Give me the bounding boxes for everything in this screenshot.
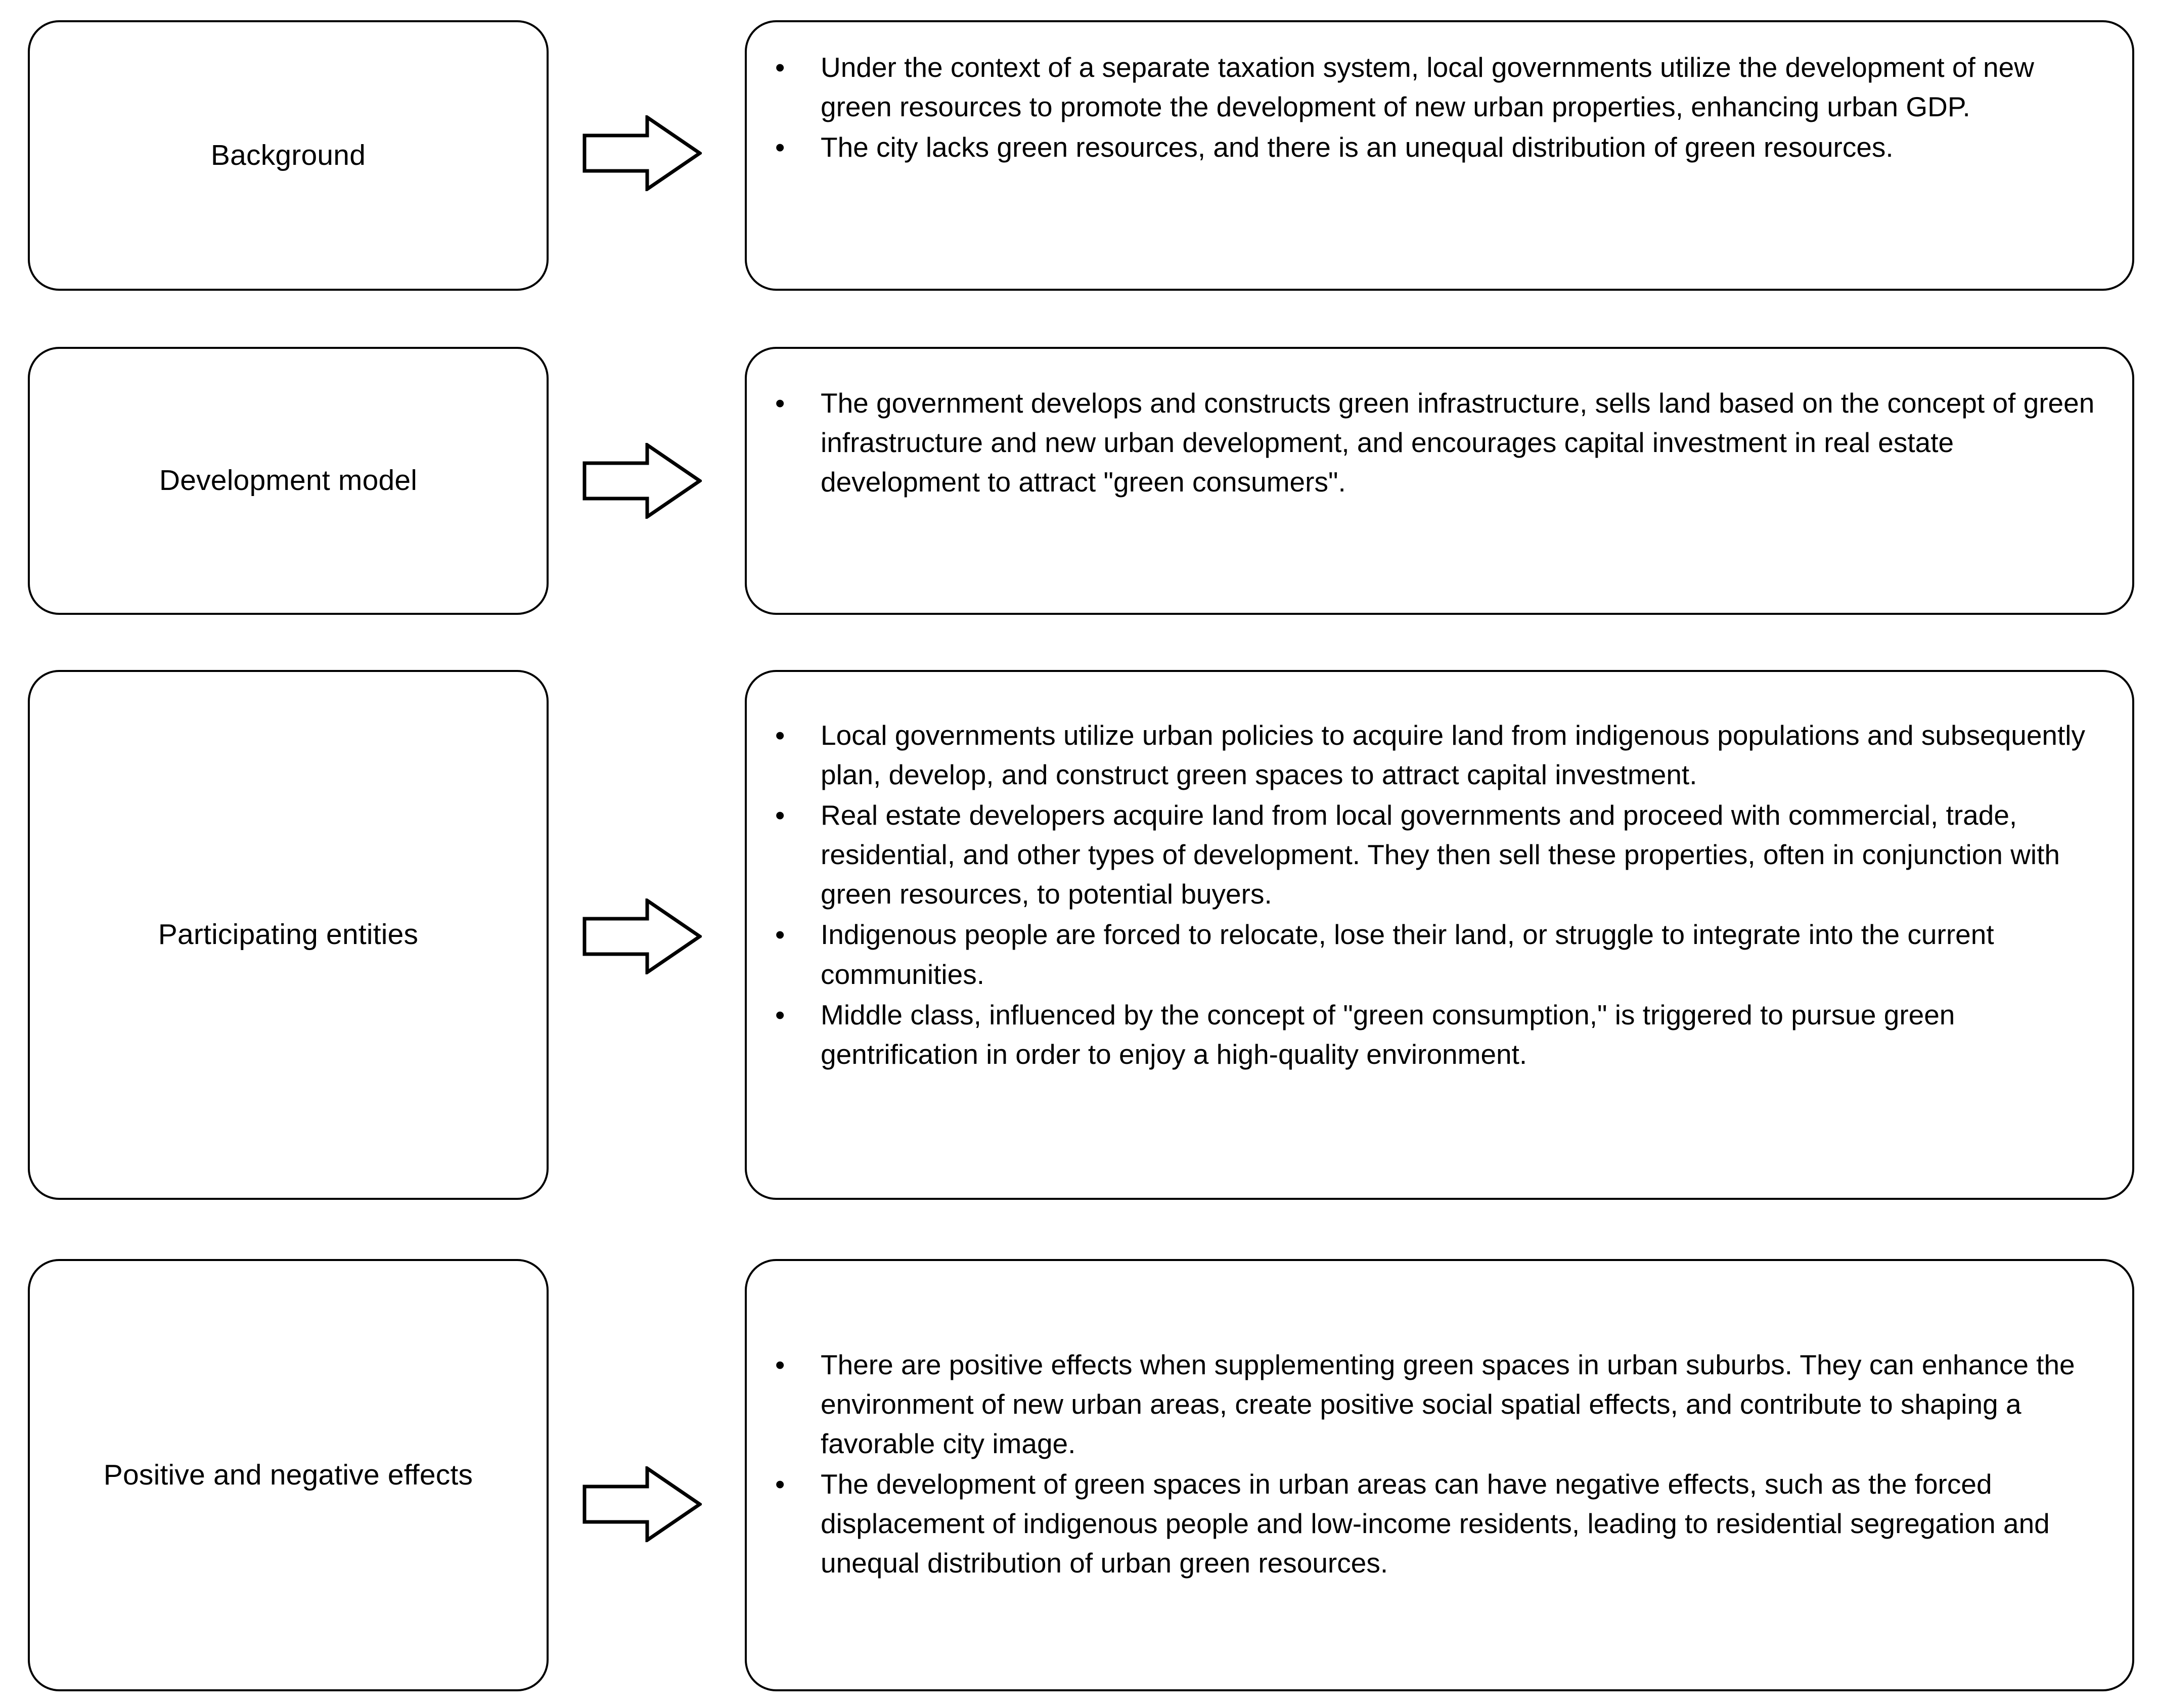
stage-label-card-4[interactable]: Positive and negative effects (28, 1259, 549, 1691)
list-item: • Middle class, influenced by the concep… (761, 995, 2102, 1074)
bullet-text: The city lacks green resources, and ther… (821, 131, 1894, 163)
bullet-list-4: • There are positive effects when supple… (747, 1345, 2132, 1584)
bullet-icon: • (775, 919, 785, 951)
bullet-list-3: • Local governments utilize urban polici… (747, 715, 2132, 1075)
stage-label-2: Development model (159, 464, 418, 497)
list-item: • The city lacks green resources, and th… (761, 127, 2102, 167)
list-item: • Real estate developers acquire land fr… (761, 795, 2102, 914)
bullet-list-2: • The government develops and constructs… (747, 383, 2132, 503)
bullet-icon: • (775, 999, 785, 1030)
bullet-icon: • (775, 1349, 785, 1380)
arrow-right-icon-3 (582, 898, 702, 974)
stage-label-4: Positive and negative effects (103, 1458, 473, 1491)
stage-label-card-3[interactable]: Participating entities (28, 670, 549, 1200)
bullet-icon: • (775, 1468, 785, 1500)
list-item: • Under the context of a separate taxati… (761, 48, 2102, 126)
list-item: • The development of green spaces in urb… (761, 1464, 2102, 1583)
bullet-text: The government develops and constructs g… (821, 387, 2095, 498)
bullet-text: Indigenous people are forced to relocate… (821, 919, 1994, 990)
bullet-text: The development of green spaces in urban… (821, 1468, 2050, 1579)
stage-label-1: Background (210, 139, 366, 171)
list-item: • Local governments utilize urban polici… (761, 715, 2102, 794)
bullet-icon: • (775, 52, 785, 83)
bullet-icon: • (775, 387, 785, 419)
bullet-icon: • (775, 131, 785, 163)
stage-label-card-1[interactable]: Background (28, 20, 549, 291)
stage-content-card-3[interactable]: • Local governments utilize urban polici… (745, 670, 2134, 1200)
list-item: • The government develops and constructs… (761, 383, 2102, 502)
bullet-icon: • (775, 799, 785, 831)
bullet-icon: • (775, 720, 785, 751)
list-item: • Indigenous people are forced to reloca… (761, 915, 2102, 994)
stage-content-card-4[interactable]: • There are positive effects when supple… (745, 1259, 2134, 1691)
stage-label-card-2[interactable]: Development model (28, 347, 549, 615)
bullet-text: Under the context of a separate taxation… (821, 52, 2034, 123)
bullet-text: Real estate developers acquire land from… (821, 799, 2060, 910)
bullet-text: Local governments utilize urban policies… (821, 720, 2086, 791)
bullet-text: Middle class, influenced by the concept … (821, 999, 1955, 1070)
list-item: • There are positive effects when supple… (761, 1345, 2102, 1463)
stage-content-card-1[interactable]: • Under the context of a separate taxati… (745, 20, 2134, 291)
bullet-list-1: • Under the context of a separate taxati… (747, 48, 2132, 168)
arrow-right-icon-2 (582, 443, 702, 519)
arrow-right-icon-4 (582, 1466, 702, 1542)
stage-content-card-2[interactable]: • The government develops and constructs… (745, 347, 2134, 615)
stage-label-3: Participating entities (158, 918, 419, 951)
arrow-right-icon-1 (582, 115, 702, 191)
bullet-text: There are positive effects when suppleme… (821, 1349, 2075, 1460)
